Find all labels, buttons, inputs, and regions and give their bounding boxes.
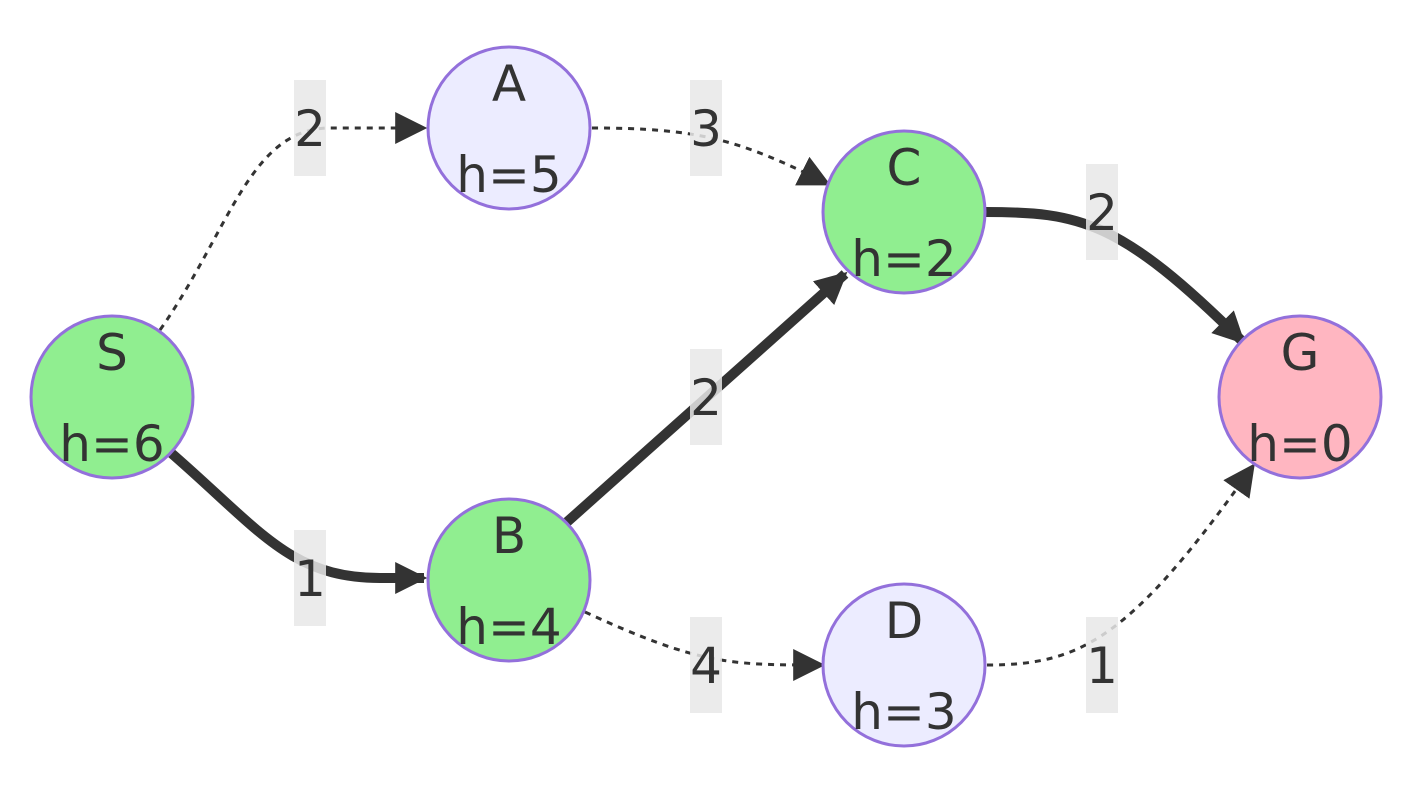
- node-a[interactable]: Ah=5: [426, 45, 592, 211]
- node-heuristic: h=3: [851, 683, 956, 741]
- node-heuristic: h=2: [851, 230, 956, 288]
- node-circle: [821, 582, 987, 748]
- edge-label-background: [690, 80, 722, 176]
- edge-label: 4: [690, 617, 722, 713]
- node-heuristic: h=4: [456, 598, 561, 656]
- edge-a-c: [591, 126, 831, 186]
- edge-weight: 1: [1086, 637, 1118, 695]
- node-label: S: [96, 324, 128, 382]
- edge-weight: 2: [1086, 184, 1118, 242]
- node-d[interactable]: Dh=3: [821, 582, 987, 748]
- edge-s-a: [158, 112, 428, 331]
- node-circle: [1217, 314, 1383, 480]
- edge-label: 1: [1086, 617, 1118, 713]
- edge-weight: 1: [294, 550, 326, 608]
- edge-weight: 2: [294, 100, 326, 158]
- node-circle: [426, 497, 592, 663]
- edge-label-background: [1086, 164, 1118, 260]
- edge-label-background: [294, 530, 326, 626]
- node-label: A: [492, 55, 526, 113]
- node-s[interactable]: Sh=6: [29, 314, 195, 480]
- edge-d-g: [986, 463, 1255, 667]
- edge-label-background: [690, 617, 722, 713]
- node-heuristic: h=6: [59, 415, 164, 473]
- node-circle: [29, 314, 195, 480]
- edge-label: 2: [1086, 164, 1118, 260]
- edge-label: 2: [294, 80, 326, 176]
- edge-label-background: [690, 349, 722, 445]
- edge-label: 2: [690, 349, 722, 445]
- node-label: C: [887, 139, 922, 197]
- edge-label: 3: [690, 80, 722, 176]
- edge-label-background: [1086, 617, 1118, 713]
- edge-weight: 4: [690, 637, 722, 695]
- node-label: B: [492, 507, 526, 565]
- node-b[interactable]: Bh=4: [426, 497, 592, 663]
- edge-weight: 2: [690, 369, 722, 427]
- edge-label-background: [294, 80, 326, 176]
- node-heuristic: h=5: [456, 146, 561, 204]
- node-c[interactable]: Ch=2: [821, 129, 987, 295]
- node-g[interactable]: Gh=0: [1217, 314, 1383, 480]
- edge-weight: 3: [690, 100, 722, 158]
- edge-label: 1: [294, 530, 326, 626]
- node-circle: [821, 129, 987, 295]
- node-label: D: [885, 592, 924, 650]
- node-circle: [426, 45, 592, 211]
- edge-s-b: [166, 448, 428, 594]
- node-label: G: [1281, 324, 1320, 382]
- node-heuristic: h=0: [1247, 415, 1352, 473]
